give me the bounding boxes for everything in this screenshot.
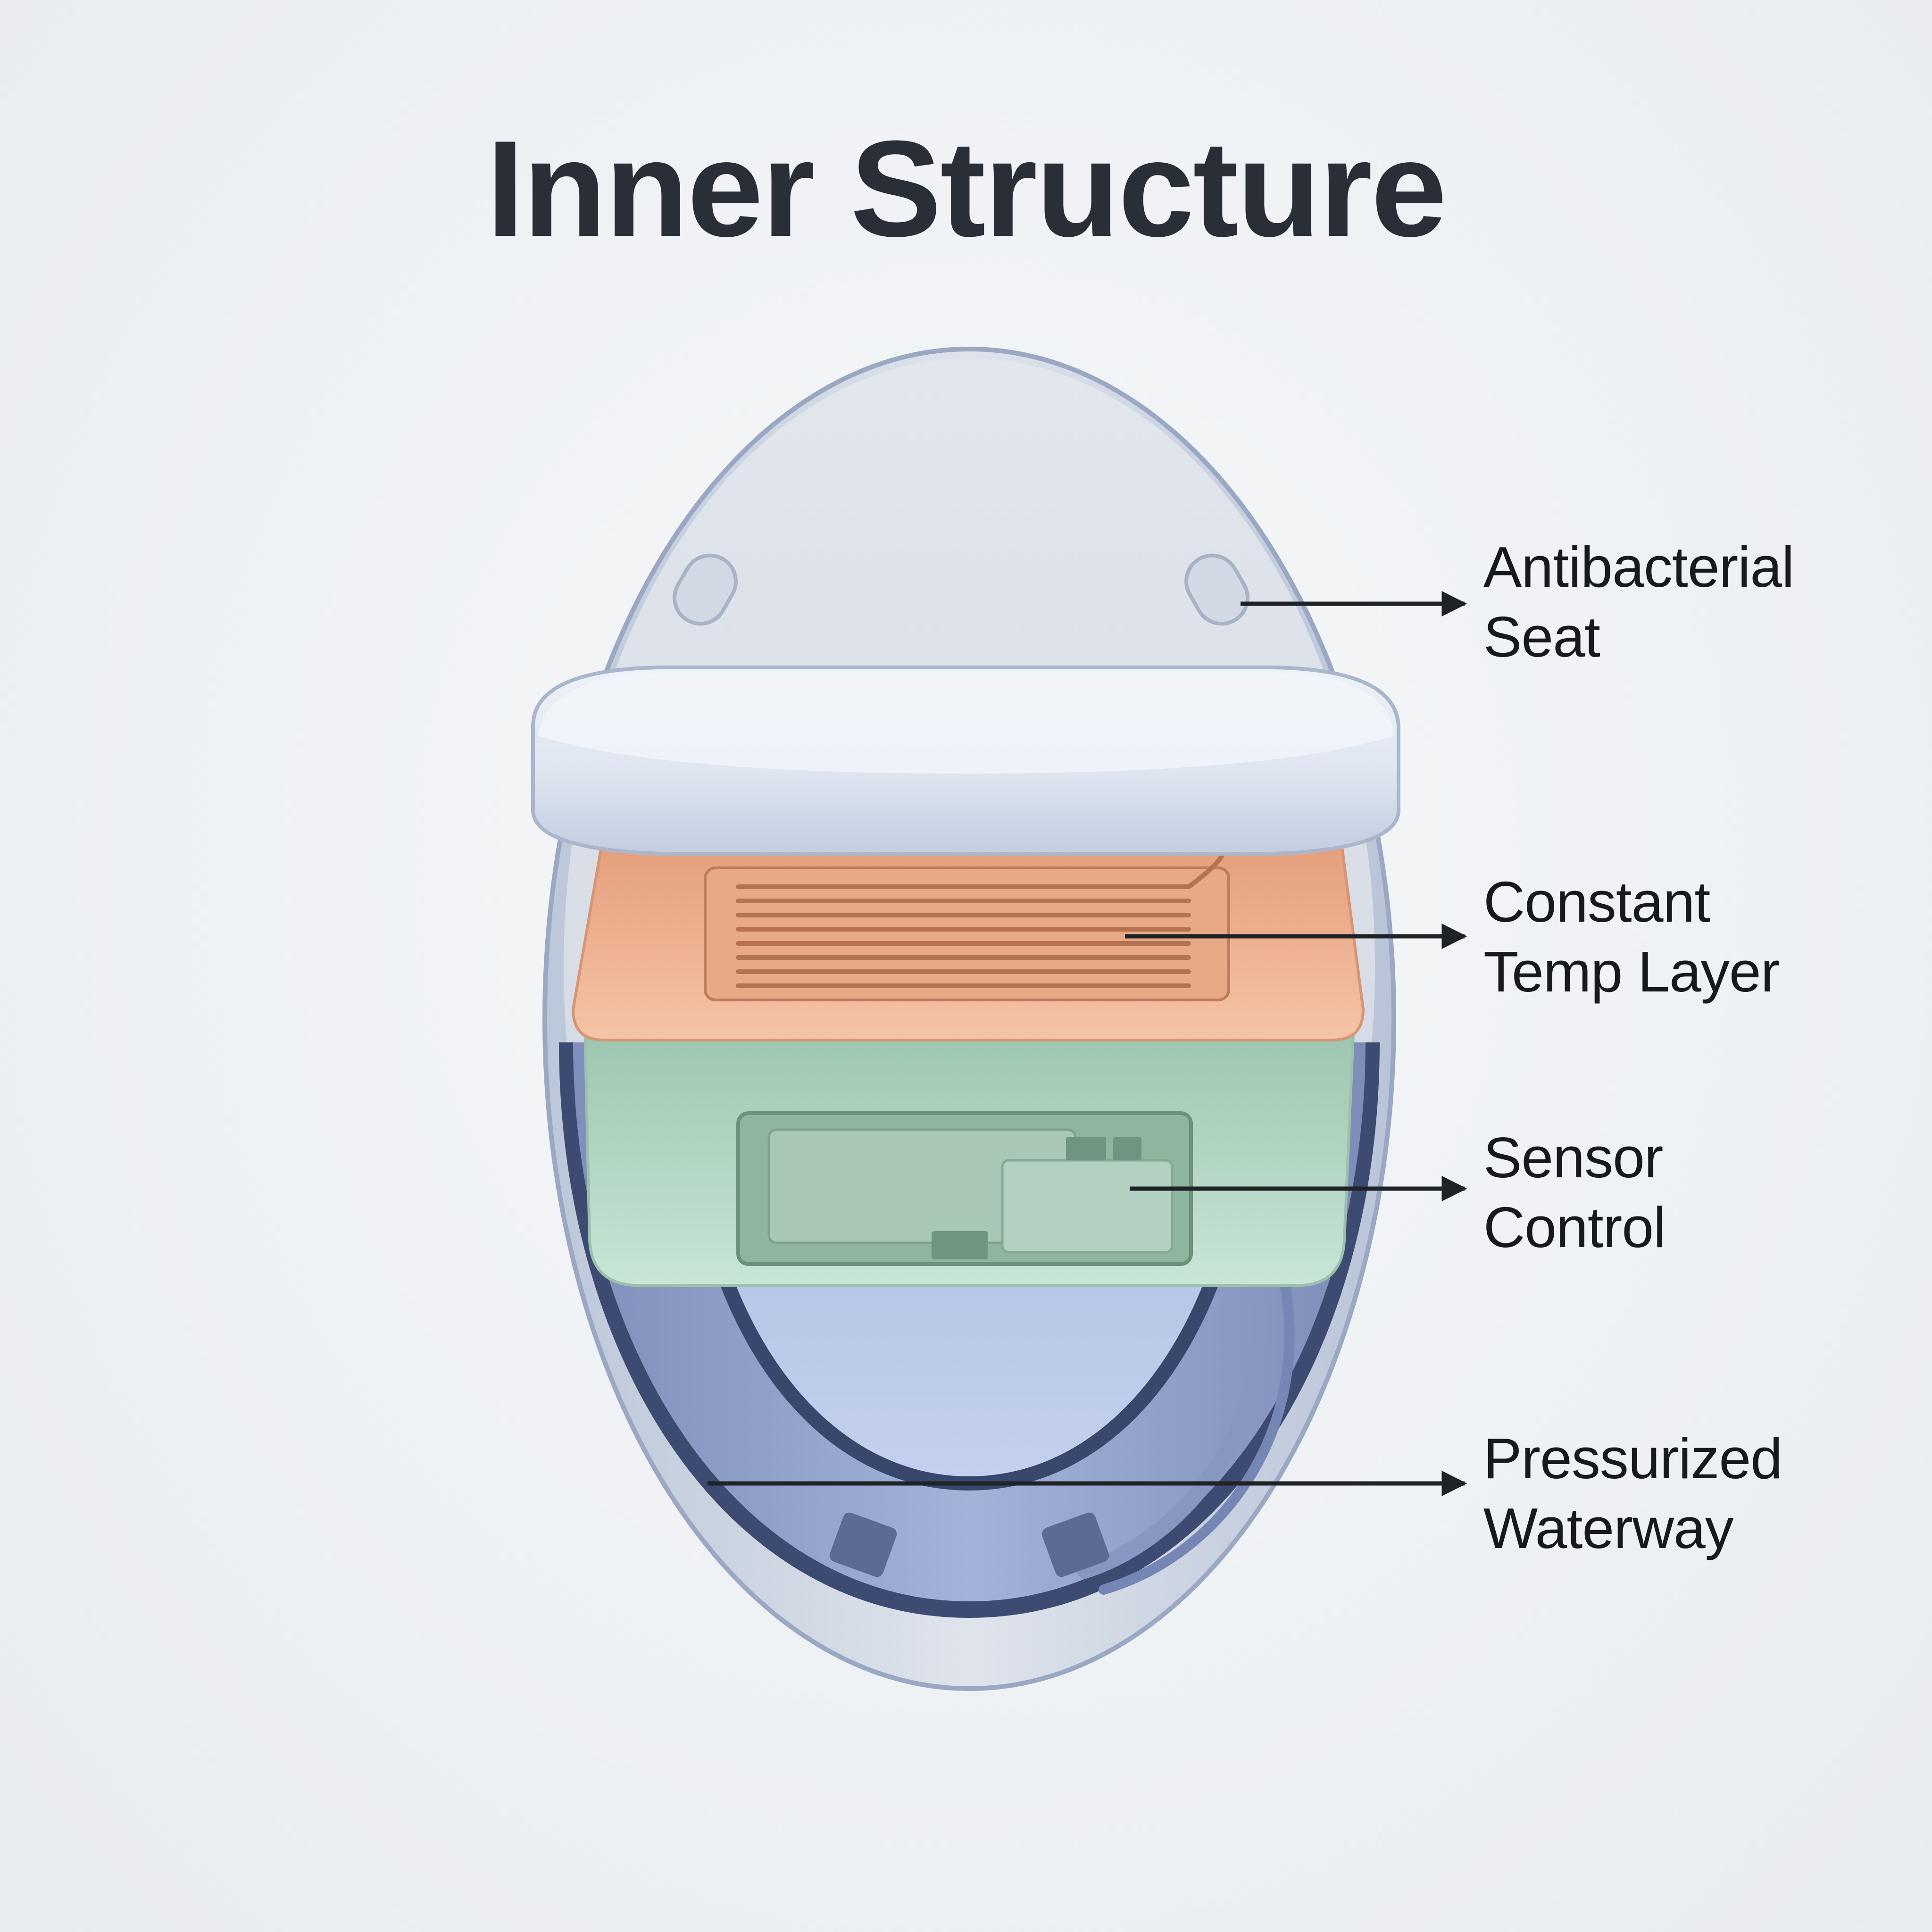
page-title: Inner Structure — [486, 112, 1447, 265]
ring-slot-right — [1041, 1512, 1109, 1577]
label-line: Control — [1483, 1195, 1666, 1259]
callout-arrows — [708, 591, 1467, 1496]
label-line: Sensor — [1483, 1125, 1664, 1190]
label-line: Temp Layer — [1483, 940, 1780, 1004]
sensor-connector — [932, 1231, 988, 1259]
heating-coil — [736, 854, 1224, 988]
label-line: Pressurized — [1483, 1426, 1782, 1491]
label-line: Waterway — [1483, 1496, 1734, 1560]
label-sensor-control: Sensor Control — [1483, 1123, 1666, 1262]
lid-top-surface — [538, 672, 1394, 774]
label-line: Seat — [1483, 605, 1600, 669]
constant-temp-layer — [571, 845, 1365, 1041]
label-line: Antibacterial — [1483, 535, 1794, 599]
hinge-bump-left — [673, 553, 738, 626]
water-pipe-2 — [1099, 1268, 1295, 1595]
sensor-chip-side — [1001, 1159, 1174, 1254]
label-constant-temp-layer: Constant Temp Layer — [1483, 867, 1780, 1007]
water-pipe — [1077, 1266, 1268, 1579]
ring-slot-left — [829, 1512, 897, 1577]
sensor-connector-2 — [1066, 1137, 1106, 1160]
label-line: Constant — [1483, 870, 1710, 934]
hinge-bump-right — [1184, 553, 1249, 626]
label-antibacterial-seat: Antibacterial Seat — [1483, 532, 1794, 672]
sensor-control-layer — [583, 1022, 1356, 1287]
antibacterial-seat-lid — [531, 666, 1400, 856]
sensor-connector-3 — [1113, 1137, 1141, 1160]
label-pressurized-waterway: Pressurized Waterway — [1483, 1424, 1782, 1563]
